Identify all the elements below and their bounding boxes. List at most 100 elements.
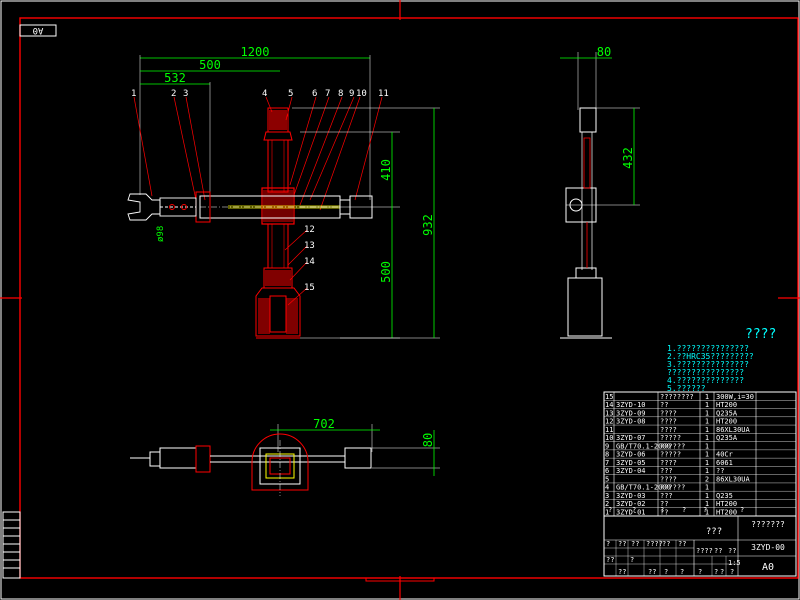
bom-cell-no: 11 xyxy=(605,426,613,434)
bom-cell-qty: 1 xyxy=(705,509,709,517)
bom-cell-name: ????? xyxy=(660,451,681,459)
tb-scale: 1:5 xyxy=(728,559,741,567)
balloon-5: 5 xyxy=(288,89,293,99)
bom-cell-no: 10 xyxy=(605,434,613,442)
tb-sheet-4: ? xyxy=(730,568,734,576)
tb-mid-2: ?? xyxy=(618,540,626,548)
balloon-2: 2 xyxy=(171,89,176,99)
tb-bot-5: ? xyxy=(680,568,684,576)
bom-cell-code: 3ZYD-07 xyxy=(616,434,646,442)
tb-head-6: ? xyxy=(740,506,744,514)
bom-cell-mat: HT200 xyxy=(716,418,737,426)
bom-cell-name: ???? xyxy=(660,409,677,417)
tb-scale-label-3: ?? xyxy=(728,547,736,555)
tb-bot-3: ?? xyxy=(648,568,656,576)
bom-cell-no: 8 xyxy=(605,451,609,459)
dim-532: 532 xyxy=(140,71,211,195)
bom-cell-name: ???? xyxy=(660,459,677,467)
bom-cell-name: ???? xyxy=(660,475,677,483)
tb-scale-label-2: ?? xyxy=(714,547,722,555)
balloon-9: 9 xyxy=(349,89,354,99)
bom-cell-no: 13 xyxy=(605,409,613,417)
balloon-15: 15 xyxy=(304,283,315,293)
dim-702-text: 702 xyxy=(313,417,335,431)
bom-cell-qty: 1 xyxy=(705,401,709,409)
bom-cell-no: 5 xyxy=(605,475,609,483)
tb-sheet-1: ? xyxy=(698,568,702,576)
dim-500-vertical: 500 xyxy=(300,207,400,339)
bom-cell-mat: ?? xyxy=(716,467,724,475)
dim-500-text: 500 xyxy=(199,58,221,72)
bom-cell-no: 1 xyxy=(605,509,609,517)
technical-notes: ???? 1.??????????????? 2.??HRC35????????… xyxy=(667,327,776,393)
code-box-text: A0 xyxy=(33,25,44,35)
balloon-1: 1 xyxy=(131,89,136,99)
tb-bot-6: ? xyxy=(630,556,634,564)
balloon-leaders xyxy=(133,96,383,306)
bom-cell-name: ???????? xyxy=(660,393,694,401)
bom-cell-name: ?? xyxy=(660,509,668,517)
tb-sheet-2: ? xyxy=(714,568,718,576)
dim-410: 410 xyxy=(300,131,400,208)
note-line-4: ???????????????? xyxy=(667,368,744,377)
bom-cell-qty: 1 xyxy=(705,434,709,442)
dim-phi98-text: ø98 xyxy=(156,226,166,242)
bom-cell-mat: HT200 xyxy=(716,500,737,508)
balloon-10: 10 xyxy=(356,89,367,99)
balloon-7: 7 xyxy=(325,89,330,99)
tb-mid-5: ?? xyxy=(662,540,670,548)
dim-500v-text: 500 xyxy=(379,261,393,283)
balloon-4: 4 xyxy=(262,89,267,99)
bom-cell-name: ??? xyxy=(660,467,673,475)
left-margin-table xyxy=(2,511,21,579)
bom-cell-qty: 1 xyxy=(705,500,709,508)
tb-bot-2: ?? xyxy=(618,568,626,576)
side-view: 80 432 xyxy=(560,45,640,339)
tb-head-3: ? xyxy=(660,506,664,514)
dim-80-top: 80 xyxy=(560,45,612,110)
bom-cell-qty: 1 xyxy=(705,426,709,434)
dim-80-side: 80 xyxy=(372,430,440,476)
tb-head-1: ? xyxy=(608,506,612,514)
bom-cell-name: ????? xyxy=(660,434,681,442)
tb-mid-4: ???? xyxy=(646,540,663,548)
note-line-5: 4.?????????????? xyxy=(667,376,744,385)
dim-80-top-text: 80 xyxy=(597,45,611,59)
bom-cell-no: 9 xyxy=(605,442,609,450)
bom-cell-qty: 1 xyxy=(705,442,709,450)
balloon-8: 8 xyxy=(338,89,343,99)
bom-cell-no: 7 xyxy=(605,459,609,467)
note-line-1: 1.??????????????? xyxy=(667,344,749,353)
bom-cell-mat: HT200 xyxy=(716,509,737,517)
bom-cell-mat: Q235A xyxy=(716,409,738,417)
balloon-11: 11 xyxy=(378,89,389,99)
bom-cell-code: 3ZYD-02 xyxy=(616,500,646,508)
gripper xyxy=(127,193,197,221)
dim-702: 702 xyxy=(270,417,380,452)
bom-cell-name: ???? xyxy=(660,418,677,426)
bom-cell-mat: 40Cr xyxy=(716,451,733,459)
bottom-scale-bar xyxy=(365,577,435,582)
bom-cell-qty: 1 xyxy=(705,451,709,459)
balloon-6: 6 xyxy=(312,89,317,99)
tb-mid-3: ?? xyxy=(631,540,639,548)
bom-cell-code: 3ZYD-09 xyxy=(616,409,646,417)
dim-1200-text: 1200 xyxy=(241,45,270,59)
side-view-body xyxy=(560,107,612,339)
top-view-body xyxy=(130,433,372,496)
balloon-3: 3 xyxy=(183,89,188,99)
bom-cell-code: 3ZYD-04 xyxy=(616,467,646,475)
side-view-red xyxy=(583,137,591,268)
bom-cell-no: 3 xyxy=(605,492,609,500)
notes-heading: ???? xyxy=(745,327,776,342)
bom-cell-qty: 1 xyxy=(705,492,709,500)
tb-head-4: ? xyxy=(682,506,686,514)
bom-cell-qty: 1 xyxy=(705,467,709,475)
bom-cell-no: 4 xyxy=(605,484,609,492)
bom-cell-name: ?????? xyxy=(660,442,685,450)
bom-cell-qty: 1 xyxy=(705,484,709,492)
bom-cell-mat: Q235 xyxy=(716,492,733,500)
